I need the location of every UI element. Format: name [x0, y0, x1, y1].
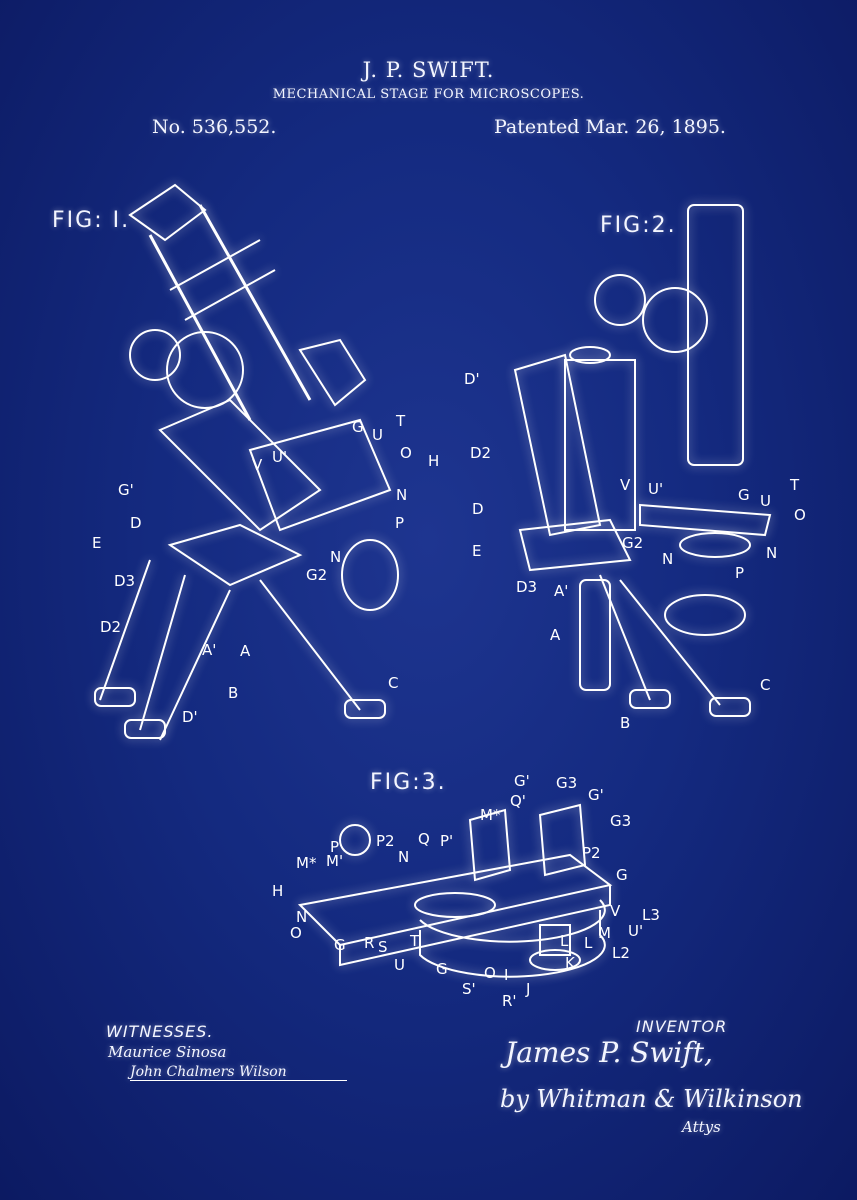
- part-label: T: [789, 476, 800, 494]
- part-label: D: [472, 500, 484, 518]
- part-label: U: [394, 956, 405, 974]
- part-label: N: [330, 548, 341, 566]
- part-label: D': [182, 708, 198, 726]
- part-label: T: [409, 932, 420, 950]
- part-label: N: [766, 544, 777, 562]
- figure-3-mechanical-stage-drawing: [297, 803, 613, 978]
- part-label: N: [396, 486, 407, 504]
- part-label: E: [92, 534, 101, 552]
- part-label: P': [440, 832, 453, 850]
- part-label: O: [290, 924, 302, 942]
- part-label: D: [130, 514, 142, 532]
- patent-date: Patented Mar. 26, 1895.: [494, 116, 726, 138]
- part-label: D': [464, 370, 480, 388]
- part-label: P: [330, 838, 339, 856]
- part-label: V: [610, 902, 621, 920]
- part-label: O: [484, 964, 496, 982]
- part-label: L2: [612, 944, 630, 962]
- part-label: B: [620, 714, 630, 732]
- part-label: A': [202, 641, 216, 659]
- part-label: U: [372, 426, 383, 444]
- part-label: M: [598, 924, 611, 942]
- part-label: D3: [114, 572, 135, 590]
- part-label: U: [760, 492, 771, 510]
- part-label: Q': [510, 792, 526, 810]
- part-label: G: [738, 486, 750, 504]
- part-label: O: [400, 444, 412, 462]
- part-label: G': [118, 481, 134, 499]
- figure-3-title: FIG:3.: [370, 770, 447, 795]
- inventor-label: INVENTOR: [636, 1017, 728, 1036]
- part-label: G: [352, 418, 364, 436]
- figure-1-title: FIG: I.: [52, 208, 131, 233]
- attorney-signature: by Whitman & Wilkinson: [500, 1085, 803, 1113]
- part-label: G: [436, 960, 448, 978]
- part-label: G2: [306, 566, 327, 584]
- part-label: P: [395, 514, 404, 532]
- part-label: C: [760, 676, 770, 694]
- figure-1-microscope-drawing: [94, 183, 399, 741]
- part-label: G': [514, 772, 530, 790]
- part-label: M*: [296, 854, 317, 872]
- part-label: M': [326, 852, 343, 870]
- part-label: V: [620, 476, 631, 494]
- part-label: O: [794, 506, 806, 524]
- part-label: L: [584, 934, 593, 952]
- part-label: A: [550, 626, 561, 644]
- part-label: V: [252, 456, 263, 474]
- part-label: D3: [516, 578, 537, 596]
- patent-subtitle: MECHANICAL STAGE FOR MICROSCOPES.: [272, 87, 585, 102]
- part-label: T: [395, 412, 406, 430]
- part-label: G: [334, 936, 346, 954]
- inventor-signature: James P. Swift,: [505, 1036, 713, 1069]
- part-label: G3: [610, 812, 631, 830]
- part-label: L: [560, 932, 569, 950]
- part-label: G': [588, 786, 604, 804]
- witness-1-signature: Maurice Sinosa: [108, 1043, 227, 1061]
- attorney-suffix: Attys: [682, 1118, 721, 1136]
- figure-2-microscope-drawing: [513, 204, 772, 717]
- part-label: G: [616, 866, 628, 884]
- part-label: R: [364, 934, 374, 952]
- part-label: B: [228, 684, 238, 702]
- part-label: A: [240, 642, 251, 660]
- part-label: Q: [418, 830, 430, 848]
- figure-2-title: FIG:2.: [600, 213, 677, 238]
- part-label: G2: [622, 534, 643, 552]
- part-label: N: [296, 908, 307, 926]
- patent-inventor-title: J. P. SWIFT.: [362, 58, 495, 82]
- witness-2-signature: John Chalmers Wilson: [130, 1064, 347, 1081]
- patent-number: No. 536,552.: [152, 116, 277, 138]
- part-label: P2: [376, 832, 395, 850]
- part-label: J: [525, 980, 530, 998]
- part-label: U': [272, 448, 287, 466]
- part-label: P: [735, 564, 744, 582]
- part-label: G3: [556, 774, 577, 792]
- part-label: S': [462, 980, 476, 998]
- part-label: D2: [470, 444, 491, 462]
- part-label: M*: [480, 806, 501, 824]
- part-label: D2: [100, 618, 121, 636]
- part-label: H: [428, 452, 439, 470]
- part-label: P2: [582, 844, 601, 862]
- part-label: N: [662, 550, 673, 568]
- part-label: I: [504, 966, 508, 984]
- part-label: R': [502, 992, 517, 1010]
- part-label: C: [388, 674, 398, 692]
- part-label: U': [628, 922, 643, 940]
- part-label: A': [554, 582, 568, 600]
- part-label: H: [272, 882, 283, 900]
- part-label: N: [398, 848, 409, 866]
- part-label: U': [648, 480, 663, 498]
- part-label: E: [472, 542, 481, 560]
- witnesses-label: WITNESSES.: [106, 1022, 214, 1041]
- part-label: K: [565, 954, 576, 972]
- part-label: L3: [642, 906, 660, 924]
- part-label: S: [378, 938, 388, 956]
